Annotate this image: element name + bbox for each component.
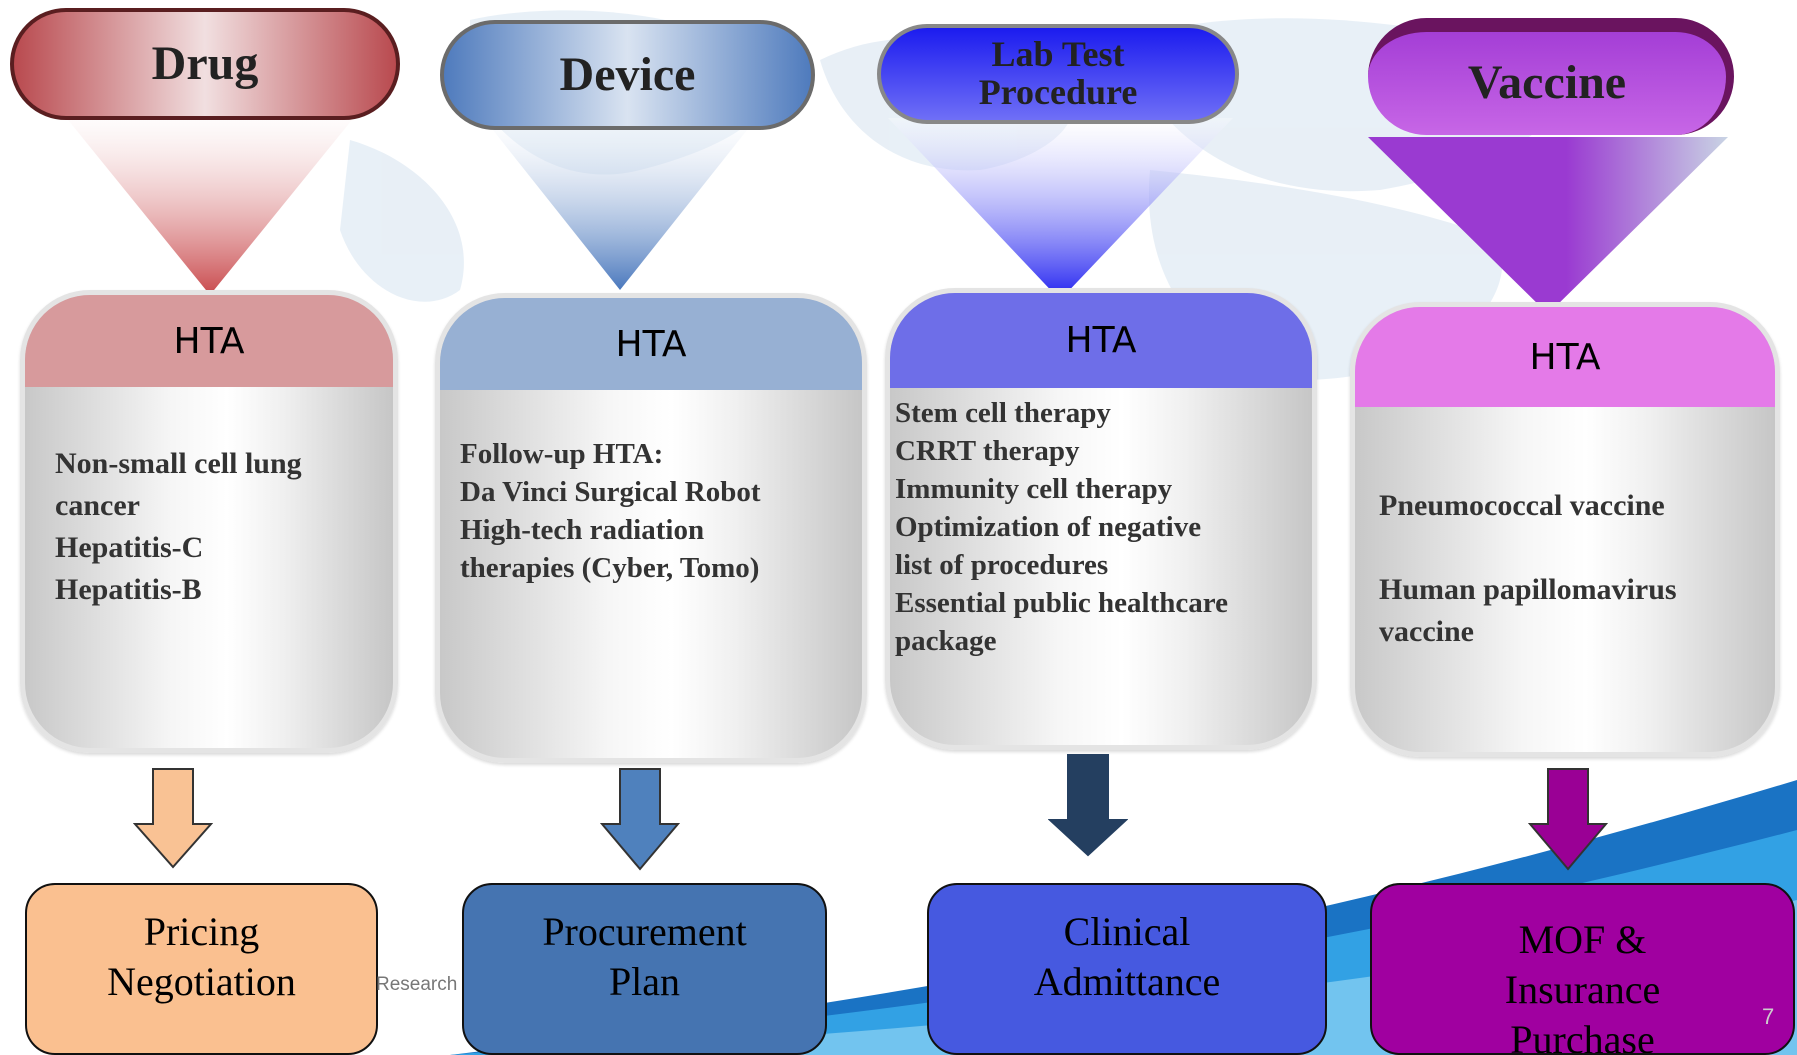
hta-header: HTA [890,293,1312,388]
outcome-mof-insurance-purchase: MOF & Insurance Purchase [1370,883,1795,1055]
category-pill-drug: Drug [10,8,400,120]
hta-header: HTA [440,298,862,390]
page-number: 7 [1762,1004,1775,1029]
category-label: Vaccine [1467,56,1627,110]
down-arrow-device [600,768,680,871]
category-label: Lab Test Procedure [978,34,1138,113]
hta-label: HTA [1529,336,1601,378]
category-pill-vaccine: Vaccine [1368,18,1734,135]
hta-label: HTA [1065,320,1137,361]
lab-test-funnel [888,118,1233,300]
category-label: Device [559,47,696,101]
hta-card-drug: HTA Non-small cell lung cancer Hepatitis… [20,290,398,753]
hta-header: HTA [1355,307,1775,407]
hta-card-vaccine: HTA Pneumococcal vaccine Human papilloma… [1350,302,1780,757]
hta-items: Pneumococcal vaccine Human papillomaviru… [1379,489,1677,648]
vaccine-funnel [1368,137,1728,314]
down-arrow-lab-test [1048,754,1128,857]
hta-card-device: HTA Follow-up HTA: Da Vinci Surgical Rob… [435,293,867,763]
footer-research-text: Research [376,974,458,995]
hta-header: HTA [25,295,393,387]
hta-label: HTA [173,320,245,362]
down-arrow-drug [133,768,213,869]
outcome-pricing-negotiation: Pricing Negotiation [25,883,378,1055]
category-pill-device: Device [440,20,815,130]
down-arrow-vaccine [1528,768,1608,871]
outcome-clinical-admittance: Clinical Admittance [927,883,1327,1055]
drug-funnel [60,110,360,295]
hta-items: Follow-up HTA: Da Vinci Surgical Robot H… [460,438,761,584]
hta-items: Stem cell therapy CRRT therapy Immunity … [895,397,1228,657]
hta-card-lab-test-procedure: HTA Stem cell therapy CRRT therapy Immun… [885,288,1317,750]
category-label: Drug [151,36,259,90]
outcome-procurement-plan: Procurement Plan [462,883,827,1055]
category-pill-lab-test-procedure: Lab Test Procedure [877,24,1239,124]
hta-items: Non-small cell lung cancer Hepatitis-C H… [55,447,302,606]
device-funnel [485,120,755,290]
hta-label: HTA [615,323,687,365]
